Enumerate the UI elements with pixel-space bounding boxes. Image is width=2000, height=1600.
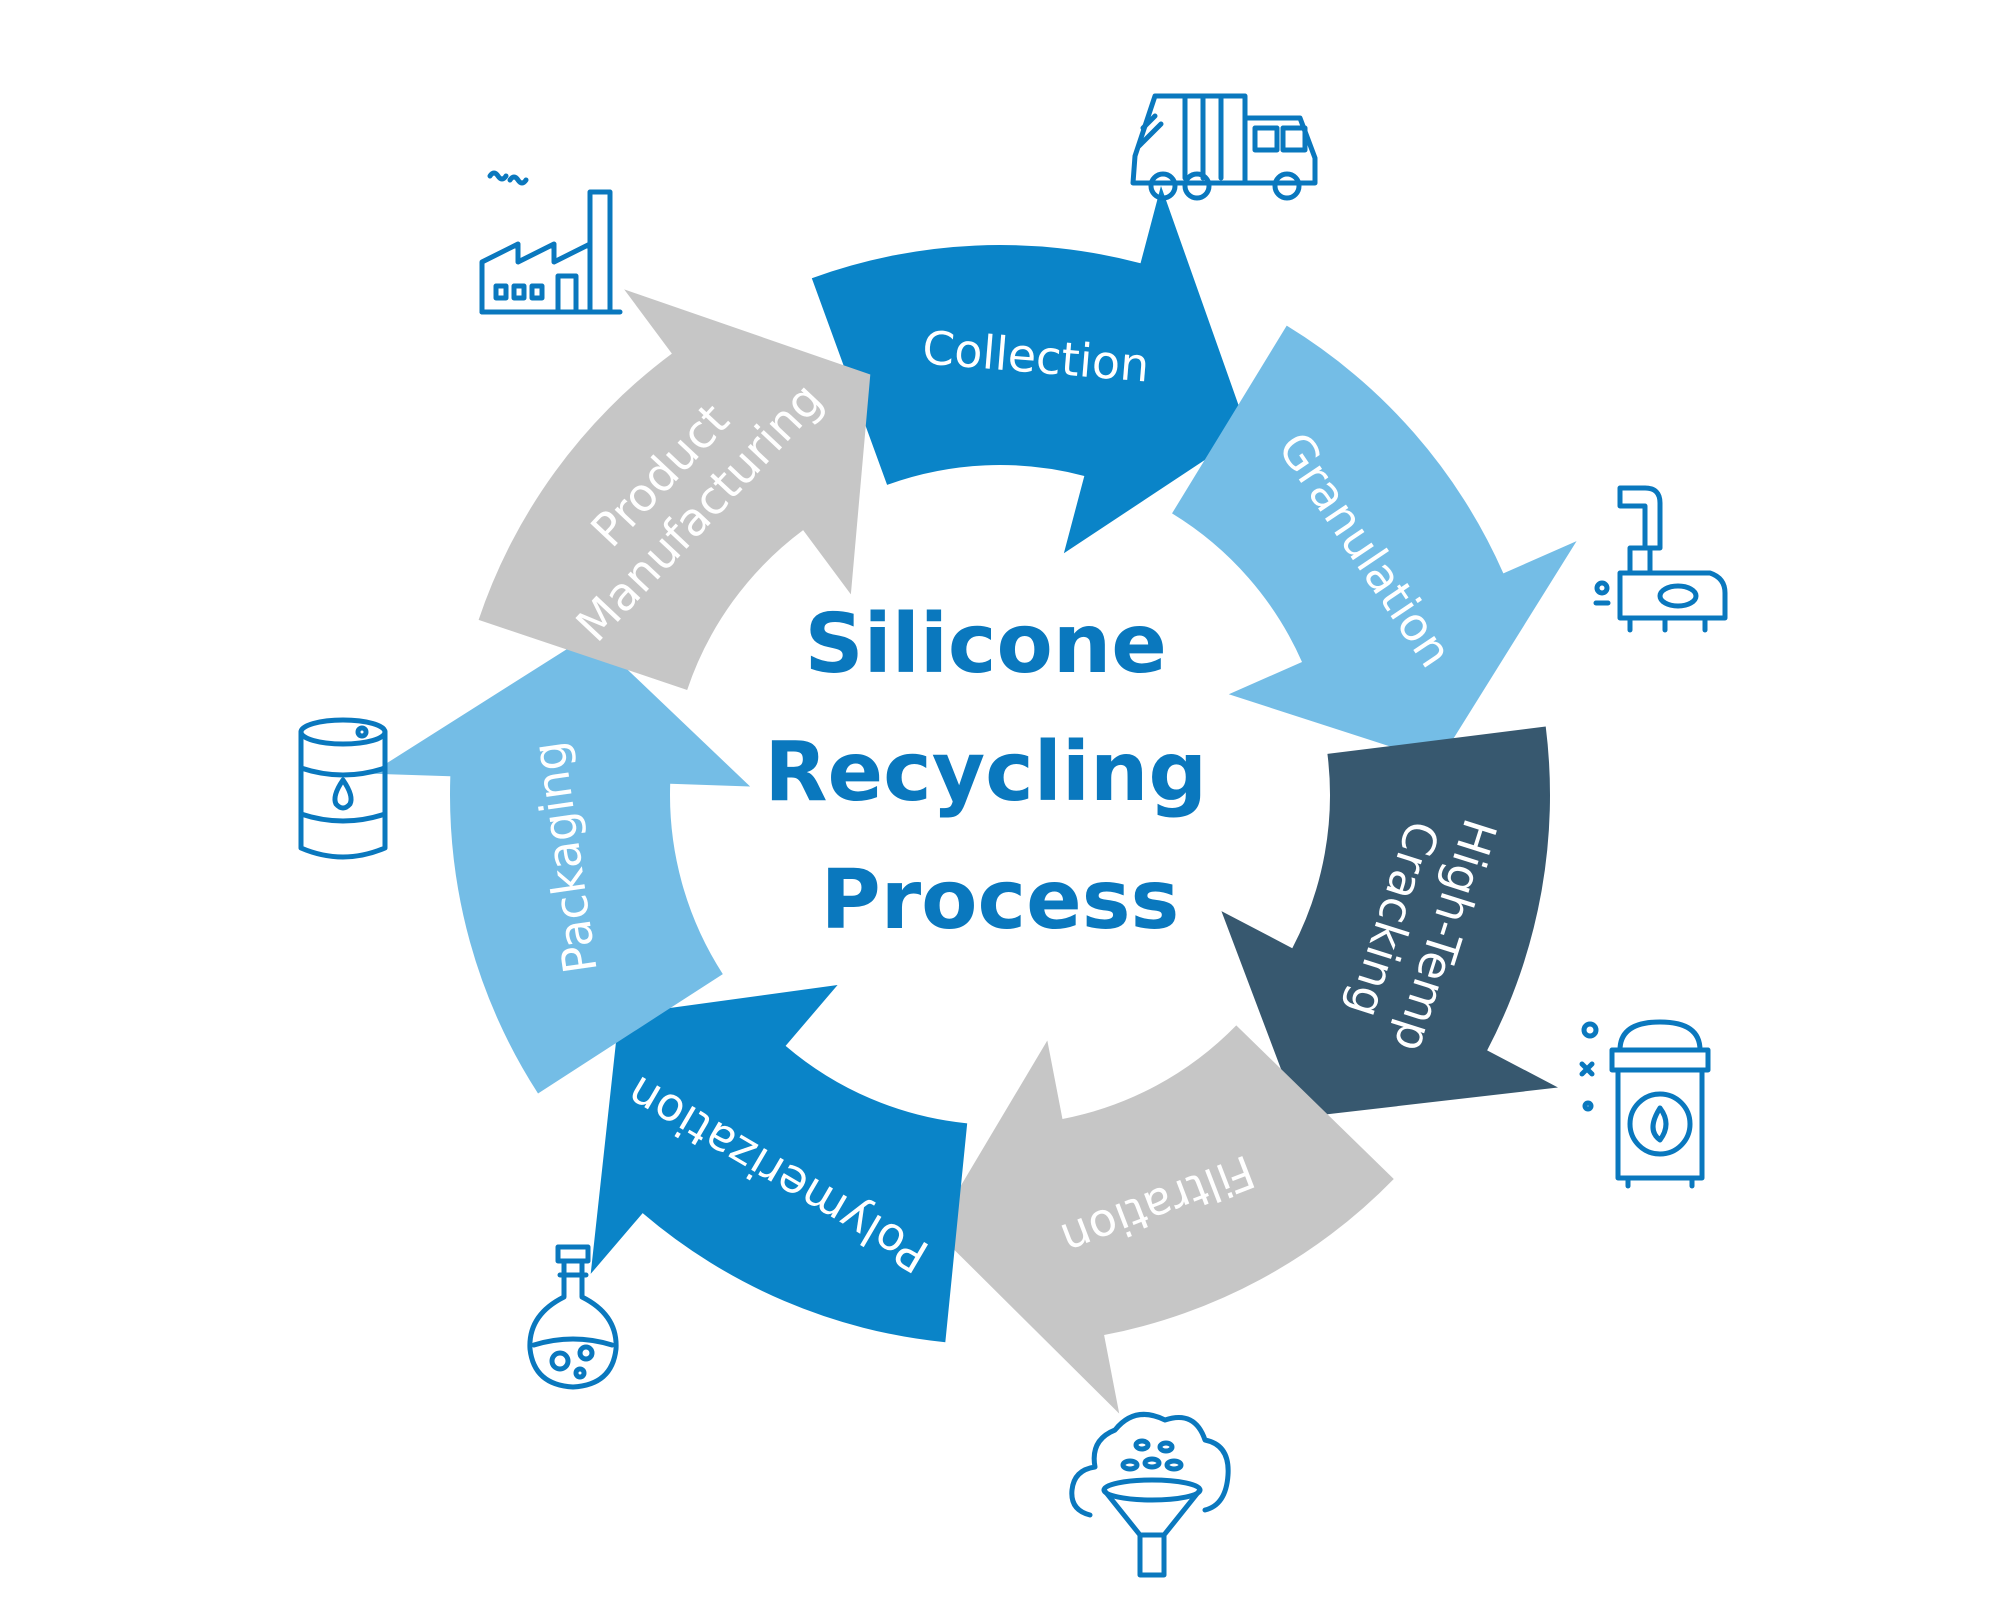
cycle-arrow-2 bbox=[1172, 325, 1577, 763]
flask-icon bbox=[527, 1244, 619, 1390]
diagram-title: Silicone Recycling Process bbox=[764, 597, 1235, 948]
cycle-arrow-4 bbox=[934, 1025, 1394, 1414]
oil-barrel-icon bbox=[298, 717, 388, 860]
cycle-arrow-3 bbox=[1221, 726, 1558, 1118]
cycle-arrow-7 bbox=[478, 289, 871, 690]
furnace-icon bbox=[1579, 1019, 1711, 1189]
cycle-arrow-6 bbox=[370, 634, 751, 1094]
garbage-truck-icon bbox=[1130, 93, 1318, 201]
title-line-3: Process bbox=[821, 853, 1180, 948]
cycle-arrows bbox=[370, 185, 1577, 1414]
factory-icon bbox=[479, 170, 623, 315]
title-line-2: Recycling bbox=[764, 725, 1207, 820]
granulator-machine-icon bbox=[1593, 485, 1728, 633]
title-line-1: Silicone bbox=[805, 597, 1167, 692]
cycle-arrow-1 bbox=[811, 185, 1248, 554]
cycle-arrow-5 bbox=[590, 985, 968, 1343]
filter-funnel-icon bbox=[1069, 1411, 1231, 1578]
